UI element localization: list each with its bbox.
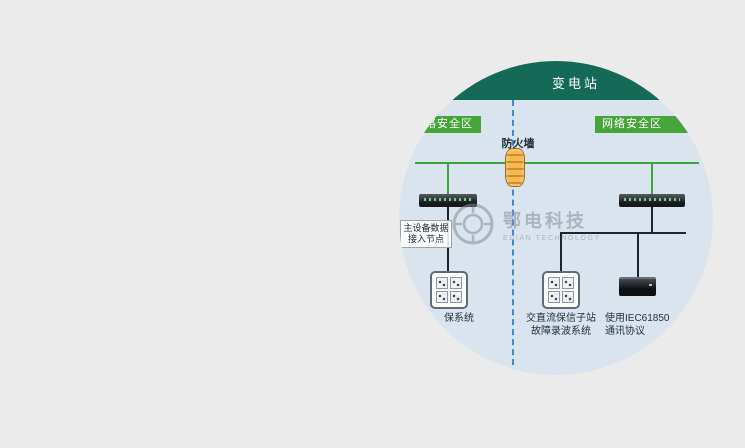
watermark: 鄂电科技 EDIAN TECHNOLOGY xyxy=(451,202,601,246)
terminal-cell xyxy=(436,291,448,303)
access-node-label: 主设备数据 接入节点 xyxy=(400,220,452,248)
green-bus-line xyxy=(415,162,699,164)
caption-right-device: 使用IEC61850 通讯协议 xyxy=(605,312,713,338)
green-drop-left xyxy=(447,163,449,194)
green-drop-right xyxy=(651,163,653,194)
caption-center-device: 交直流保信子站 故障录波系统 xyxy=(513,312,609,338)
firewall-icon xyxy=(505,148,525,187)
access-node-line2: 接入节点 xyxy=(407,234,444,244)
network-switch-left-icon xyxy=(419,194,477,207)
diagram-header: 变电站 xyxy=(399,61,713,100)
device-terminal-grid xyxy=(548,277,574,303)
terminal-cell xyxy=(450,277,462,289)
wire-right-stub xyxy=(651,207,653,234)
caption-right-line2: 通讯协议 xyxy=(605,326,645,337)
terminal-cell xyxy=(562,277,574,289)
firewall-label: 防火墙 xyxy=(501,138,535,150)
zone-label-left: 网络安全区 xyxy=(405,116,481,133)
watermark-en: EDIAN TECHNOLOGY xyxy=(503,234,601,242)
caption-center-line1: 交直流保信子站 xyxy=(526,313,596,324)
caption-center-line2: 故障录波系统 xyxy=(531,326,591,337)
watermark-cn: 鄂电科技 xyxy=(503,210,587,231)
network-switch-right-icon xyxy=(619,194,685,207)
caption-left-device: 保系统 xyxy=(429,312,489,325)
terminal-cell xyxy=(562,291,574,303)
watermark-text: 鄂电科技 EDIAN TECHNOLOGY xyxy=(503,207,601,242)
switch-lights xyxy=(624,198,680,201)
protection-device-center-icon xyxy=(542,271,580,309)
wire-blackbox-drop xyxy=(637,234,639,277)
switch-lights xyxy=(424,198,472,201)
terminal-cell xyxy=(548,277,560,289)
caption-left-line1: 保系统 xyxy=(444,313,474,324)
wire-center-drop xyxy=(560,234,562,271)
protection-device-left-icon xyxy=(430,271,468,309)
zone-label-right: 网络安全区 xyxy=(595,116,701,133)
substation-diagram-circle: 变电站 网络安全区 网络安全区 防火墙 主设备数据 接入节点 保系统 xyxy=(399,61,713,375)
caption-right-line1: 使用IEC61850 xyxy=(605,313,670,324)
wire-right-bus xyxy=(560,232,686,234)
terminal-cell xyxy=(548,291,560,303)
terminal-cell xyxy=(450,291,462,303)
substation-title: 变电站 xyxy=(551,76,601,91)
access-node-line1: 主设备数据 xyxy=(403,223,449,233)
watermark-logo-icon xyxy=(452,203,494,245)
comm-gateway-device-icon xyxy=(619,277,656,296)
terminal-cell xyxy=(436,277,448,289)
device-terminal-grid xyxy=(436,277,462,303)
zone-divider-dashed-line xyxy=(512,100,514,375)
